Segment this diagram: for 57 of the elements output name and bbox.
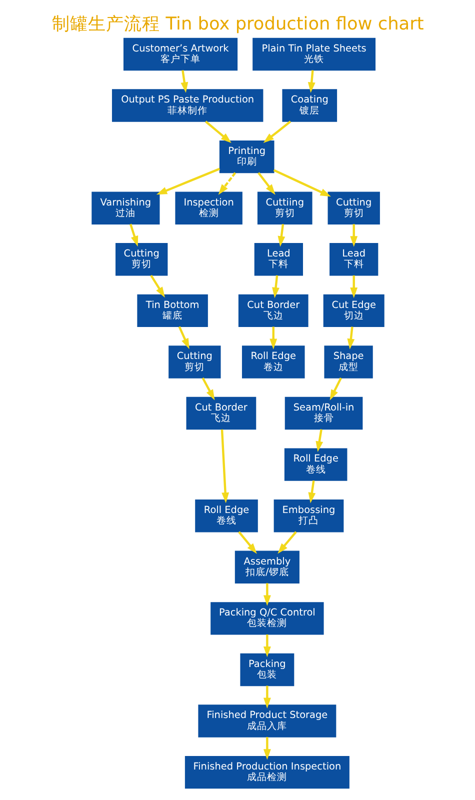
node-box: Finished Product Storage 成品入库 bbox=[198, 704, 336, 738]
node-box: Cut Border 飞边 bbox=[238, 294, 308, 328]
node-box: Customer’s Artwork 客户下单 bbox=[122, 38, 238, 71]
arrow bbox=[269, 326, 277, 350]
arrow bbox=[308, 480, 316, 504]
arrow bbox=[150, 274, 164, 298]
node-box: Embossing 打凸 bbox=[273, 499, 344, 532]
arrow bbox=[218, 172, 236, 195]
node-box: Lead 下料 bbox=[329, 243, 378, 276]
arrow bbox=[277, 224, 285, 247]
arrow bbox=[346, 326, 354, 350]
arrow bbox=[178, 326, 189, 350]
arrow bbox=[262, 686, 270, 708]
arrow bbox=[262, 634, 270, 658]
arrow bbox=[329, 378, 342, 400]
diagram-title: 制罐生产流程 Tin box production flow chart bbox=[52, 14, 424, 34]
arrow bbox=[262, 737, 270, 760]
node-box: Cutting 剪切 bbox=[115, 243, 168, 276]
arrow bbox=[307, 70, 315, 93]
arrow bbox=[315, 429, 323, 452]
node-box: Coating 镀层 bbox=[282, 89, 337, 122]
node-box: Finished Production Inspection 成品检测 bbox=[184, 756, 349, 789]
arrow bbox=[272, 169, 330, 197]
node-box: Roll Edge 卷线 bbox=[194, 499, 258, 532]
node-box: Shape 成型 bbox=[324, 346, 372, 378]
node-box: Packing 包装 bbox=[240, 653, 294, 686]
arrow bbox=[156, 168, 220, 195]
arrow bbox=[350, 224, 358, 247]
node-box: Cutting 剪切 bbox=[327, 192, 380, 224]
arrow bbox=[350, 275, 358, 298]
arrow bbox=[238, 531, 256, 554]
arrow bbox=[220, 429, 229, 504]
arrow bbox=[180, 70, 188, 93]
node-box: Seam/Roll-in 接骨 bbox=[284, 396, 362, 430]
node-box: Packing Q/C Control 包装检测 bbox=[210, 602, 324, 635]
node-box: Cut Border 飞边 bbox=[186, 396, 256, 430]
arrow bbox=[272, 275, 279, 298]
arrow bbox=[257, 172, 275, 195]
node-box: Printing 印刷 bbox=[218, 140, 274, 174]
node-box: Varnishing 过油 bbox=[91, 192, 160, 224]
arrow bbox=[262, 583, 270, 606]
arrow bbox=[129, 224, 138, 247]
node-box: Output PS Paste Production 菲林制作 bbox=[111, 89, 263, 122]
arrow bbox=[277, 531, 296, 554]
node-box: Plain Tin Plate Sheets 光铁 bbox=[252, 38, 376, 71]
node-box: Tin Bottom 罐底 bbox=[136, 294, 208, 328]
node-box: Cuttiing 剪切 bbox=[256, 192, 312, 224]
node-box: Cutting 剪切 bbox=[168, 346, 220, 378]
node-box: Cut Edge 切边 bbox=[322, 294, 384, 328]
arrow bbox=[262, 120, 291, 143]
node-box: Assembly 扣底/锣底 bbox=[234, 550, 299, 584]
arrow bbox=[201, 377, 214, 400]
node-box: Roll Edge 卷边 bbox=[241, 346, 304, 378]
node-box: Lead 下料 bbox=[254, 243, 302, 276]
arrow bbox=[204, 120, 231, 144]
node-box: Inspection 检测 bbox=[174, 192, 242, 224]
node-box: Roll Edge 卷线 bbox=[284, 448, 347, 481]
